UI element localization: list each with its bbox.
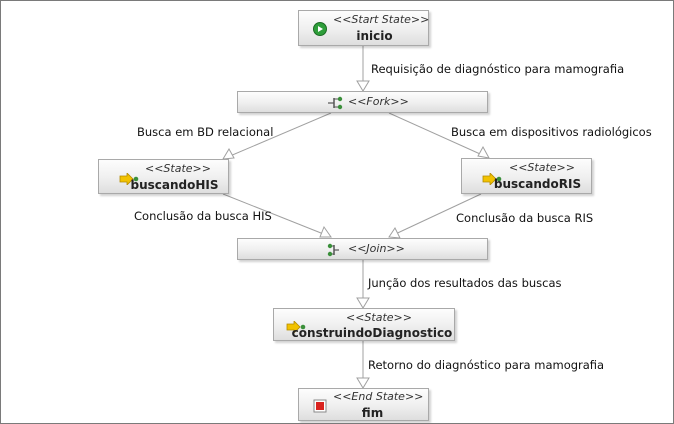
transition-label: Requisição de diagnóstico para mamografi…: [371, 62, 625, 76]
node-name: buscandoHIS: [130, 178, 219, 192]
node-stereotype: <<Start State>>: [333, 13, 430, 26]
arrowhead: [477, 145, 490, 159]
transition-fork-his[interactable]: [222, 112, 332, 160]
stop-square-icon: [313, 399, 327, 413]
state-arrow-icon: [482, 173, 502, 185]
state-node-buscandoris[interactable]: <<State>> buscandoRIS: [461, 158, 592, 194]
transition-label: Conclusão da busca HIS: [134, 209, 272, 223]
node-stereotype: <<End State>>: [333, 390, 424, 403]
transition-fork-ris[interactable]: [388, 112, 490, 159]
transition-label: Retorno do diagnóstico para mamografia: [368, 358, 605, 372]
state-node-buscandohis[interactable]: <<State>> buscandoHIS: [98, 159, 229, 194]
node-stereotype: <<Fork>>: [348, 95, 409, 108]
end-state-node[interactable]: <<End State>> fim: [298, 388, 429, 421]
join-icon: [327, 243, 339, 257]
node-name: buscandoRIS: [493, 177, 582, 191]
transition-label: Junção dos resultados das buscas: [368, 276, 562, 290]
transition-label: Busca em dispositivos radiológicos: [451, 125, 652, 139]
state-node-construindodiagnostico[interactable]: <<State>> construindoDiagnostico: [273, 308, 455, 341]
node-stereotype: <<State>>: [145, 162, 211, 175]
play-circle-icon: [313, 22, 327, 36]
node-stereotype: <<Join>>: [348, 242, 405, 255]
state-arrow-icon: [119, 173, 139, 185]
node-name: fim: [361, 406, 384, 420]
node-name: construindoDiagnostico: [291, 326, 453, 340]
arrowhead: [388, 227, 401, 239]
node-stereotype: <<State>>: [346, 311, 412, 324]
start-state-node[interactable]: <<Start State>> inicio: [298, 10, 429, 46]
state-arrow-icon: [286, 321, 306, 333]
fork-icon: [328, 96, 343, 110]
join-node[interactable]: <<Join>>: [237, 238, 488, 260]
arrowhead: [356, 377, 370, 389]
arrowhead: [356, 297, 370, 309]
transition-his-join[interactable]: [222, 193, 332, 238]
fork-node[interactable]: <<Fork>>: [237, 91, 488, 113]
transition-label: Conclusão da busca RIS: [456, 211, 594, 225]
arrowhead: [319, 225, 332, 238]
node-stereotype: <<State>>: [509, 161, 575, 174]
transition-ris-join[interactable]: [388, 193, 482, 238]
node-name: inicio: [356, 29, 393, 43]
arrowhead: [356, 80, 370, 92]
arrowhead: [222, 148, 235, 160]
transition-label: Busca em BD relacional: [137, 125, 274, 139]
